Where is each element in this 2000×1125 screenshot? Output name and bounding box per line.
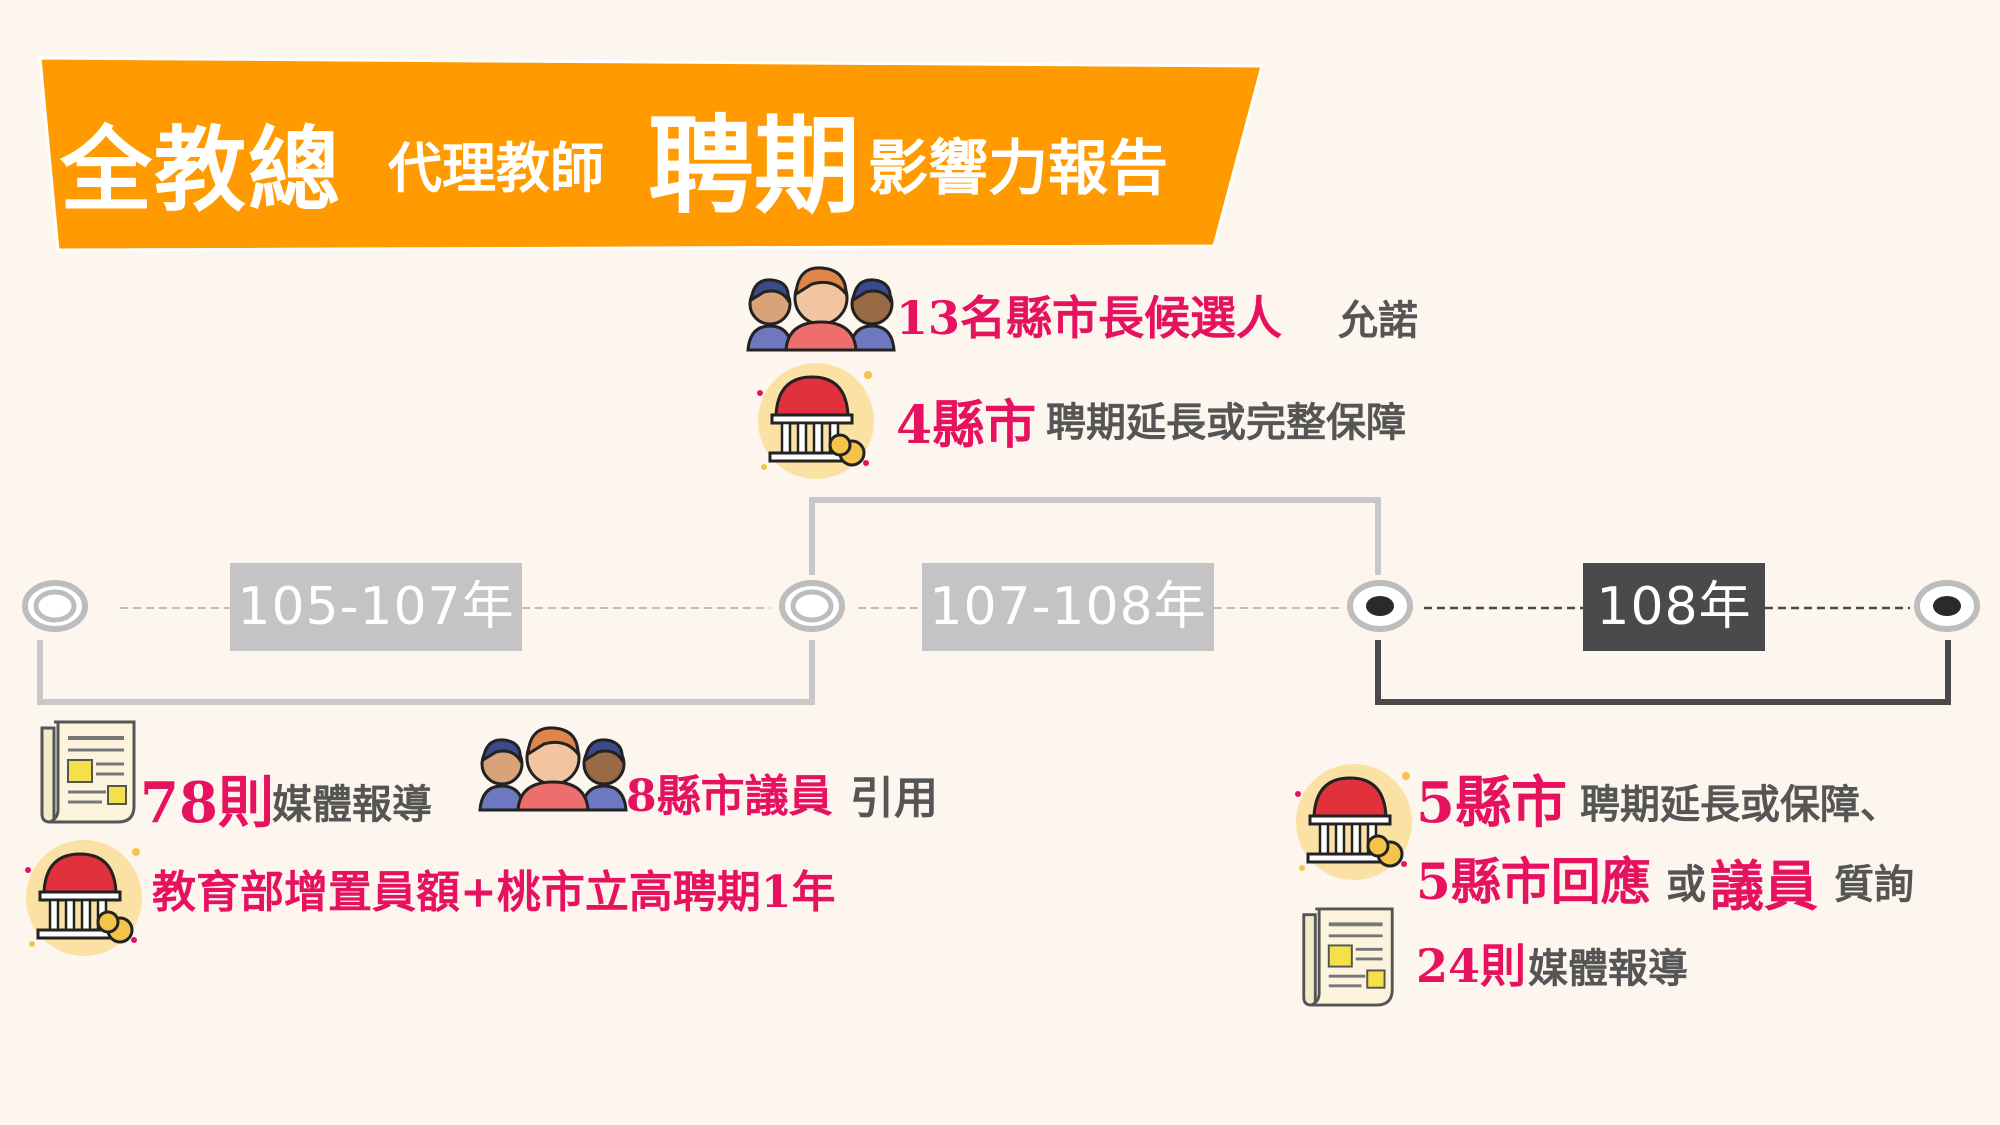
event-text: 媒體報導 — [272, 781, 432, 828]
title-org: 全教總 — [60, 117, 343, 224]
newspaper-icon — [40, 720, 136, 824]
newspaper-icon — [1302, 907, 1394, 1007]
government-building-icon — [25, 840, 142, 956]
event-highlight: 78則 — [140, 770, 274, 836]
event-highlight: 5縣市回應 — [1416, 852, 1651, 911]
people-icon — [478, 726, 628, 812]
event-highlight: 教育部增置員額+桃市立高聘期1年 — [152, 867, 836, 918]
event-highlight: 13名縣市長候選人 — [896, 291, 1283, 345]
timeline-node — [1914, 580, 1980, 632]
event-text: 或 — [1666, 861, 1706, 908]
event-text: 質詢 — [1834, 861, 1914, 908]
event-highlight: 24則 — [1416, 939, 1527, 993]
event-text: 聘期延長或完整保障 — [1046, 399, 1406, 446]
period-label: 105-107年 — [230, 563, 522, 651]
period-label: 107-108年 — [922, 563, 1214, 651]
event-highlight: 5縣市 — [1416, 770, 1567, 836]
title-emphasis: 聘期 — [648, 105, 860, 228]
government-building-icon — [1295, 764, 1412, 880]
event-text: 聘期延長或保障、 — [1580, 781, 1900, 828]
timeline-node — [779, 580, 845, 632]
event-highlight: 議員 — [1710, 854, 1818, 918]
government-building-icon — [757, 363, 874, 479]
event-highlight: 8縣市議員 — [626, 771, 833, 822]
event-text: 媒體報導 — [1528, 945, 1688, 992]
timeline-node — [22, 580, 88, 632]
people-icon — [746, 266, 896, 352]
period-label: 108年 — [1583, 563, 1765, 651]
timeline-node — [1347, 580, 1413, 632]
event-text: 允諾 — [1338, 297, 1418, 344]
title-report: 影響力報告 — [868, 134, 1168, 204]
event-text: 引用 — [850, 773, 938, 824]
title-subject: 代理教師 — [388, 137, 604, 200]
event-highlight: 4縣市 — [896, 395, 1037, 456]
